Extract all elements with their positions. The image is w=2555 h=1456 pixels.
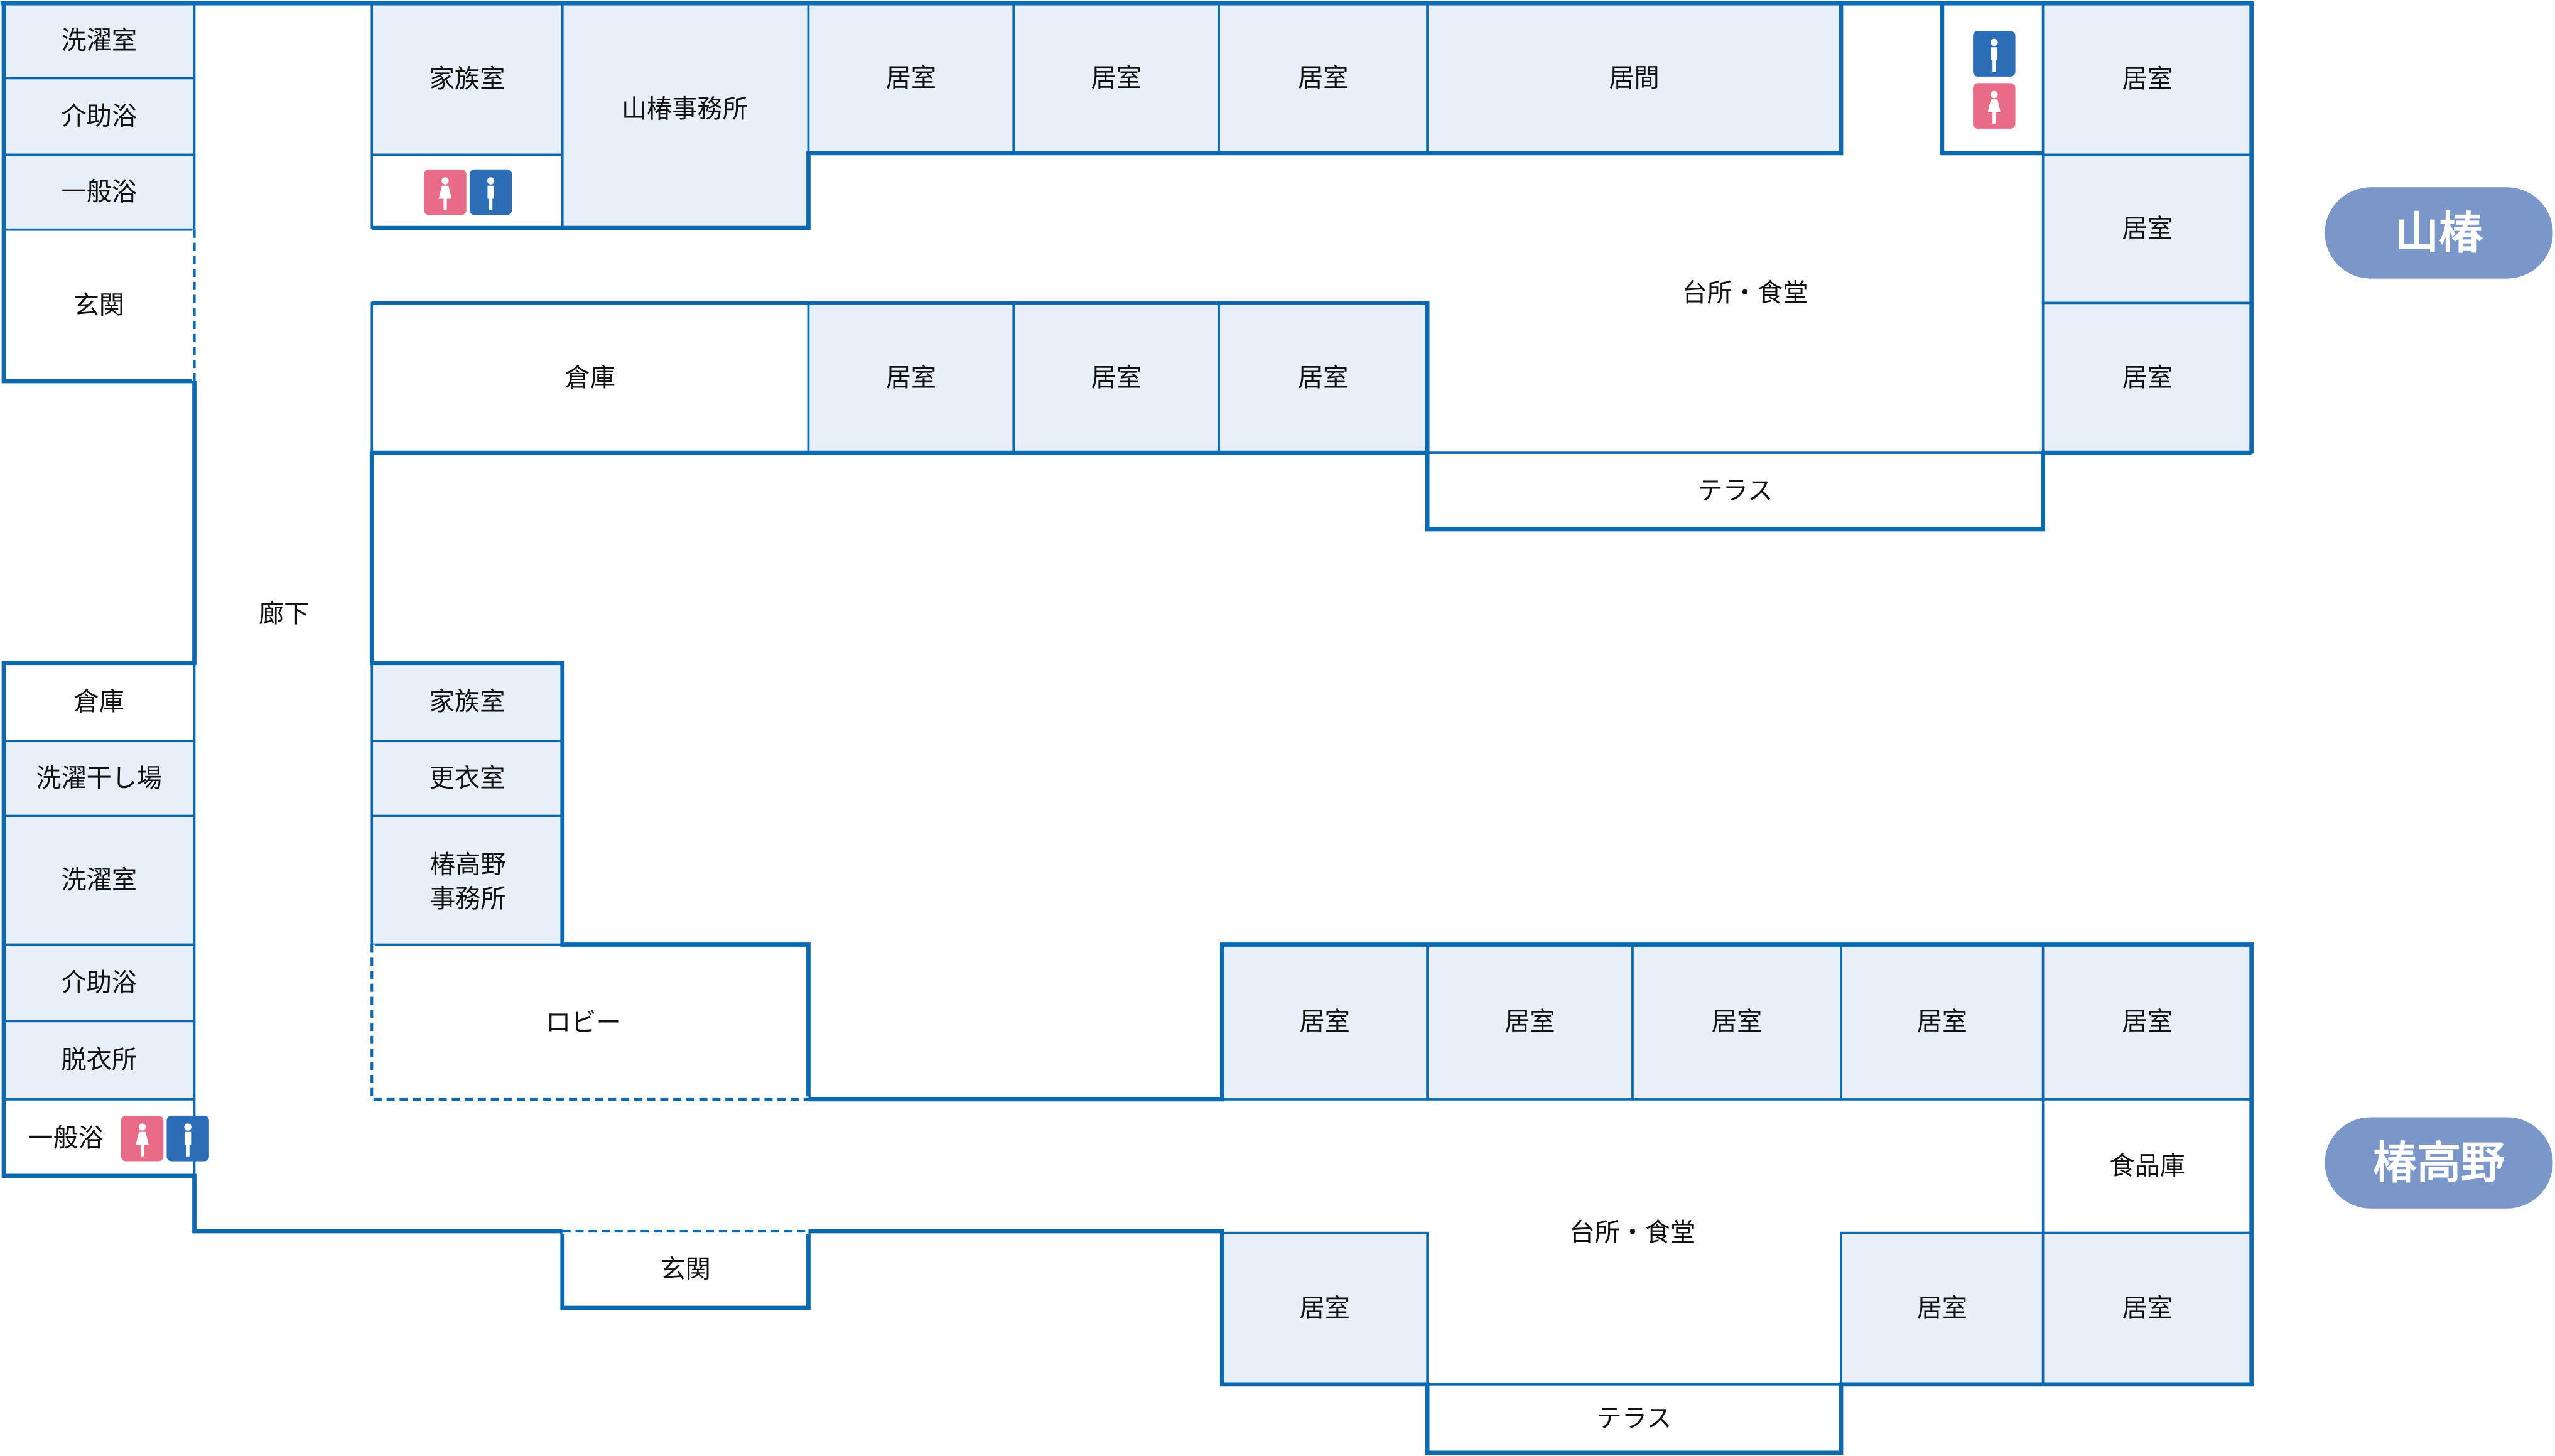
yamatsubaki-room-label: 居室 (2122, 364, 2172, 392)
badge-tsubakitakano[interactable]: 椿高野 (2325, 1117, 2553, 1209)
tsubakitakano-room[interactable] (561, 1230, 810, 1309)
wall (369, 450, 2254, 1455)
tsubakitakano-room[interactable] (1840, 1231, 2045, 1386)
tsubakitakano-room-label: 脱衣所 (61, 1046, 137, 1075)
wall (560, 1231, 811, 1310)
tsubakitakano-room[interactable] (2041, 1231, 2253, 1386)
tsubakitakano-room-label: 椿高野 (430, 850, 506, 879)
badge-yamatsubaki[interactable]: 山椿 (2325, 187, 2553, 279)
yamatsubaki-room-label: 山椿事務所 (622, 95, 748, 124)
tsubakitakano-room-label: ロビー (546, 1008, 622, 1037)
yamatsubaki-room-label: 居室 (886, 364, 936, 392)
tsubakitakano-room-label: 居室 (1300, 1008, 1350, 1037)
tsubakitakano-room[interactable] (3, 740, 196, 817)
yamatsubaki-room-label: 居室 (1091, 64, 1142, 93)
tsubakitakano-room-label: 居室 (1917, 1294, 1967, 1323)
tsubakitakano-room-label: 家族室 (429, 688, 505, 716)
yamatsubaki-room-label: 居間 (1609, 64, 1659, 93)
female-toilet-icon (121, 1115, 164, 1162)
yamatsubaki-room-label: 居室 (1091, 364, 1142, 392)
wall (372, 3, 1844, 230)
yamatsubaki-room[interactable] (2041, 153, 2253, 305)
tsubakitakano-room-label: 洗濯室 (61, 866, 137, 895)
yamatsubaki-room-label: 玄関 (74, 291, 124, 320)
female-toilet-icon (1973, 83, 2016, 129)
yamatsubaki-room[interactable] (1012, 301, 1220, 454)
tsubakitakano-room-label: 事務所 (430, 885, 506, 914)
tsubakitakano-room[interactable] (3, 661, 196, 743)
tsubakitakano-room[interactable] (370, 814, 564, 946)
tsubakitakano-room-label: 一般浴 (28, 1124, 104, 1153)
yamatsubaki-room[interactable] (3, 228, 196, 382)
tsubakitakano-room-label: 居室 (1917, 1008, 1967, 1037)
yamatsubaki-room-label: 介助浴 (61, 102, 137, 131)
male-toilet-icon (166, 1115, 209, 1162)
badge-yamatsubaki-label: 山椿 (2395, 207, 2483, 259)
yamatsubaki-room[interactable] (370, 153, 564, 229)
tsubakitakano-room[interactable] (3, 943, 196, 1023)
tsubakitakano-room-label: 居室 (2122, 1294, 2172, 1323)
male-toilet-icon (1973, 31, 2016, 77)
corridor-label: 廊下 (259, 600, 309, 628)
tsubakitakano-room[interactable] (1426, 943, 1634, 1101)
tsubakitakano-room-label: 居室 (1504, 1008, 1555, 1037)
tsubakitakano-room-label: 倉庫 (74, 688, 124, 716)
yamatsubaki-room-label: 居室 (2122, 214, 2172, 243)
yamatsubaki-room-label: 倉庫 (565, 364, 615, 392)
wall (0, 1, 2254, 453)
yamatsubaki-room[interactable] (1012, 2, 1220, 154)
yamatsubaki-room-label: 洗濯室 (61, 26, 137, 55)
yamatsubaki-room-label: 居室 (1298, 64, 1348, 93)
yamatsubaki-room-label: 台所・食堂 (1682, 279, 1808, 308)
yamatsubaki-room[interactable] (3, 2, 196, 80)
yamatsubaki-room[interactable] (3, 153, 196, 231)
tsubakitakano-room-label: テラス (1597, 1404, 1672, 1433)
wall (1, 3, 563, 1234)
yamatsubaki-room-label: テラス (1698, 477, 1773, 505)
tsubakitakano-room-label: 居室 (1712, 1008, 1762, 1037)
tsubakitakano-room-label: 台所・食堂 (1570, 1219, 1696, 1248)
yamatsubaki-room-label: 居室 (2122, 65, 2172, 94)
yamatsubaki-room-label: 家族室 (429, 65, 505, 94)
tsubakitakano-room-label: 食品庫 (2109, 1151, 2185, 1180)
yamatsubaki-room[interactable] (561, 2, 810, 229)
yamatsubaki-room-label: 居室 (1298, 364, 1348, 392)
wall (1940, 3, 2043, 156)
badge-tsubakitakano-label: 椿高野 (2373, 1137, 2505, 1189)
yamatsubaki-room-label: 一般浴 (61, 178, 137, 207)
yamatsubaki-room[interactable] (370, 2, 564, 156)
tsubakitakano-room-label: 玄関 (660, 1255, 710, 1284)
tsubakitakano-room[interactable] (3, 814, 196, 946)
tsubakitakano-room[interactable] (1426, 1383, 1842, 1454)
tsubakitakano-room[interactable] (3, 1020, 196, 1101)
tsubakitakano-room-label: 介助浴 (61, 968, 137, 997)
male-toilet-icon (469, 169, 512, 215)
yamatsubaki-room[interactable] (2041, 301, 2253, 454)
yamatsubaki-room[interactable] (1218, 301, 1429, 454)
yamatsubaki-room[interactable] (3, 77, 196, 156)
yamatsubaki-room-label: 居室 (886, 64, 936, 93)
tsubakitakano-room-label: 居室 (2122, 1008, 2172, 1037)
yamatsubaki-room[interactable] (1941, 2, 2045, 154)
yamatsubaki-room[interactable] (1426, 2, 1842, 154)
open-boundary (370, 944, 809, 1101)
tsubakitakano-room-label: 居室 (1300, 1294, 1350, 1323)
tsubakitakano-room-label: 洗濯干し場 (36, 764, 162, 793)
tsubakitakano-room[interactable] (1221, 943, 1429, 1101)
tsubakitakano-room-label: 更衣室 (429, 764, 505, 793)
female-toilet-icon (424, 169, 467, 215)
wall (372, 301, 1430, 453)
